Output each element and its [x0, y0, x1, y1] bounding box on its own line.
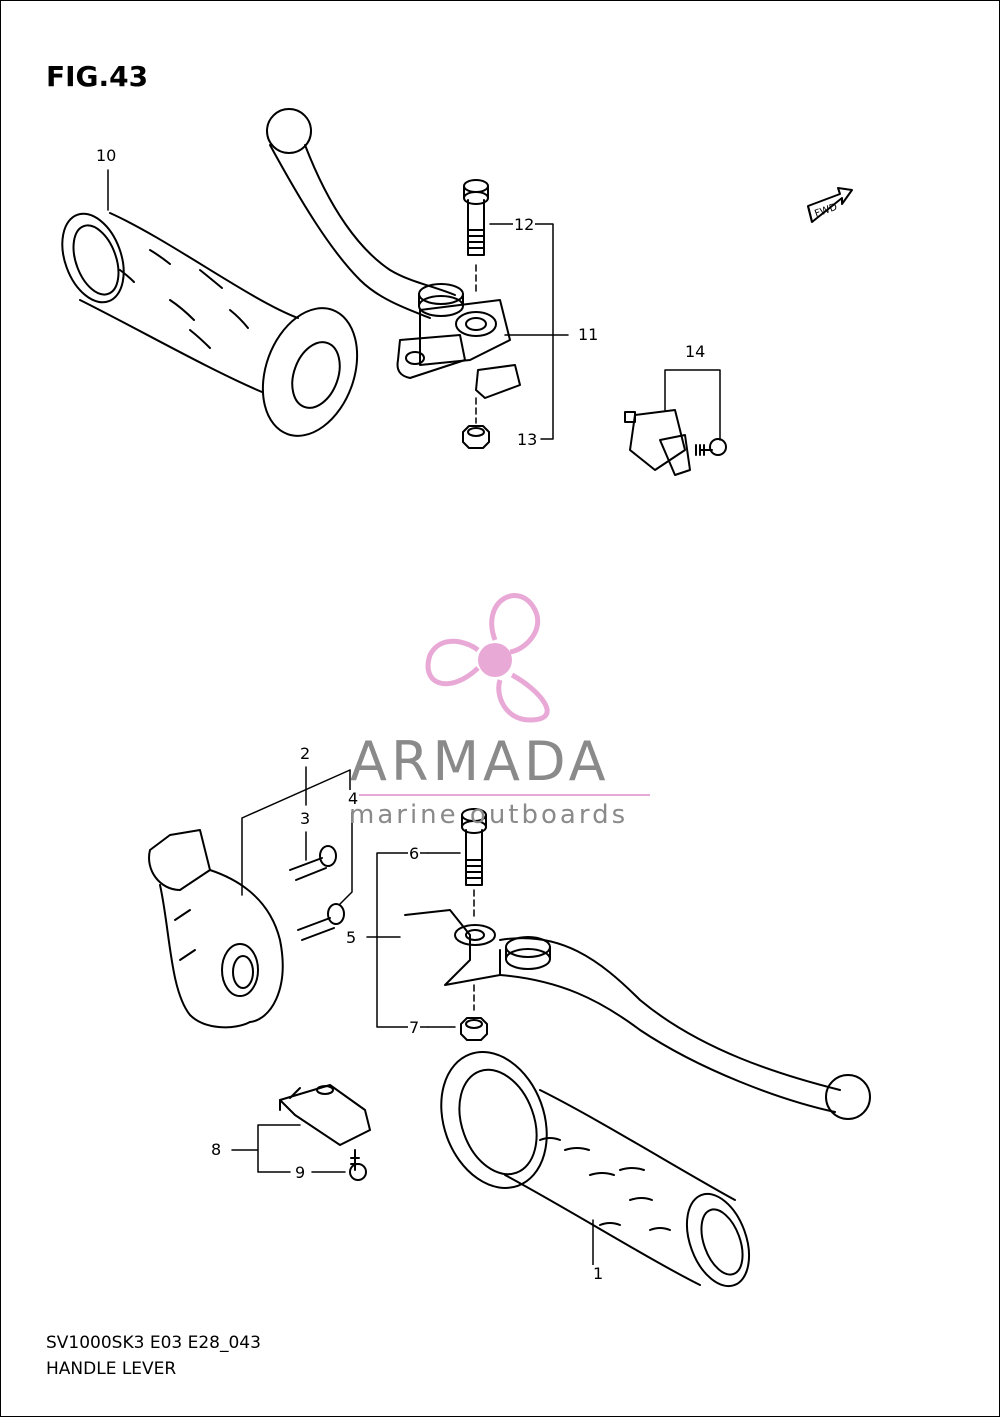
callout-3: 3 [299, 809, 312, 828]
nut-top-drawing [462, 397, 490, 449]
clutch-lever-drawing [266, 108, 521, 399]
callout-7: 7 [408, 1018, 421, 1037]
brake-lever-drawing [404, 909, 871, 1120]
callout-13: 13 [516, 430, 539, 449]
callout-2: 2 [299, 744, 312, 763]
switch-top-drawing [624, 409, 727, 476]
bracket-screws-drawing [289, 845, 345, 941]
fwd-arrow: FWD [807, 187, 853, 223]
pivot-bolt-top-drawing [463, 179, 489, 296]
callout-4: 4 [347, 789, 360, 808]
callout-6: 6 [408, 844, 421, 863]
watermark-brand: ARMADA [350, 730, 610, 793]
callout-11: 11 [577, 325, 600, 344]
bracket-lines-top [107, 169, 721, 441]
figure-title: FIG.43 [46, 60, 149, 93]
figure-caption: HANDLE LEVER [46, 1359, 177, 1379]
watermark-tagline: marine outboards [349, 800, 629, 830]
switch-bottom-drawing [279, 1084, 371, 1181]
lever-bracket-drawing [148, 829, 284, 1029]
pivot-bolt-bottom-drawing [461, 808, 487, 921]
callout-14: 14 [684, 342, 707, 361]
callout-9: 9 [294, 1163, 307, 1182]
callout-12: 12 [513, 215, 536, 234]
callout-10: 10 [95, 146, 118, 165]
left-grip-drawing [61, 212, 359, 437]
bracket-lines-bottom [231, 766, 594, 1266]
callout-1: 1 [592, 1264, 605, 1283]
nut-bottom-drawing [460, 984, 488, 1041]
right-grip-drawing [440, 1051, 751, 1288]
model-code: SV1000SK3 E03 E28_043 [46, 1333, 261, 1353]
armada-logo-icon [425, 593, 550, 723]
callout-8: 8 [210, 1140, 223, 1159]
callout-5: 5 [345, 928, 358, 947]
